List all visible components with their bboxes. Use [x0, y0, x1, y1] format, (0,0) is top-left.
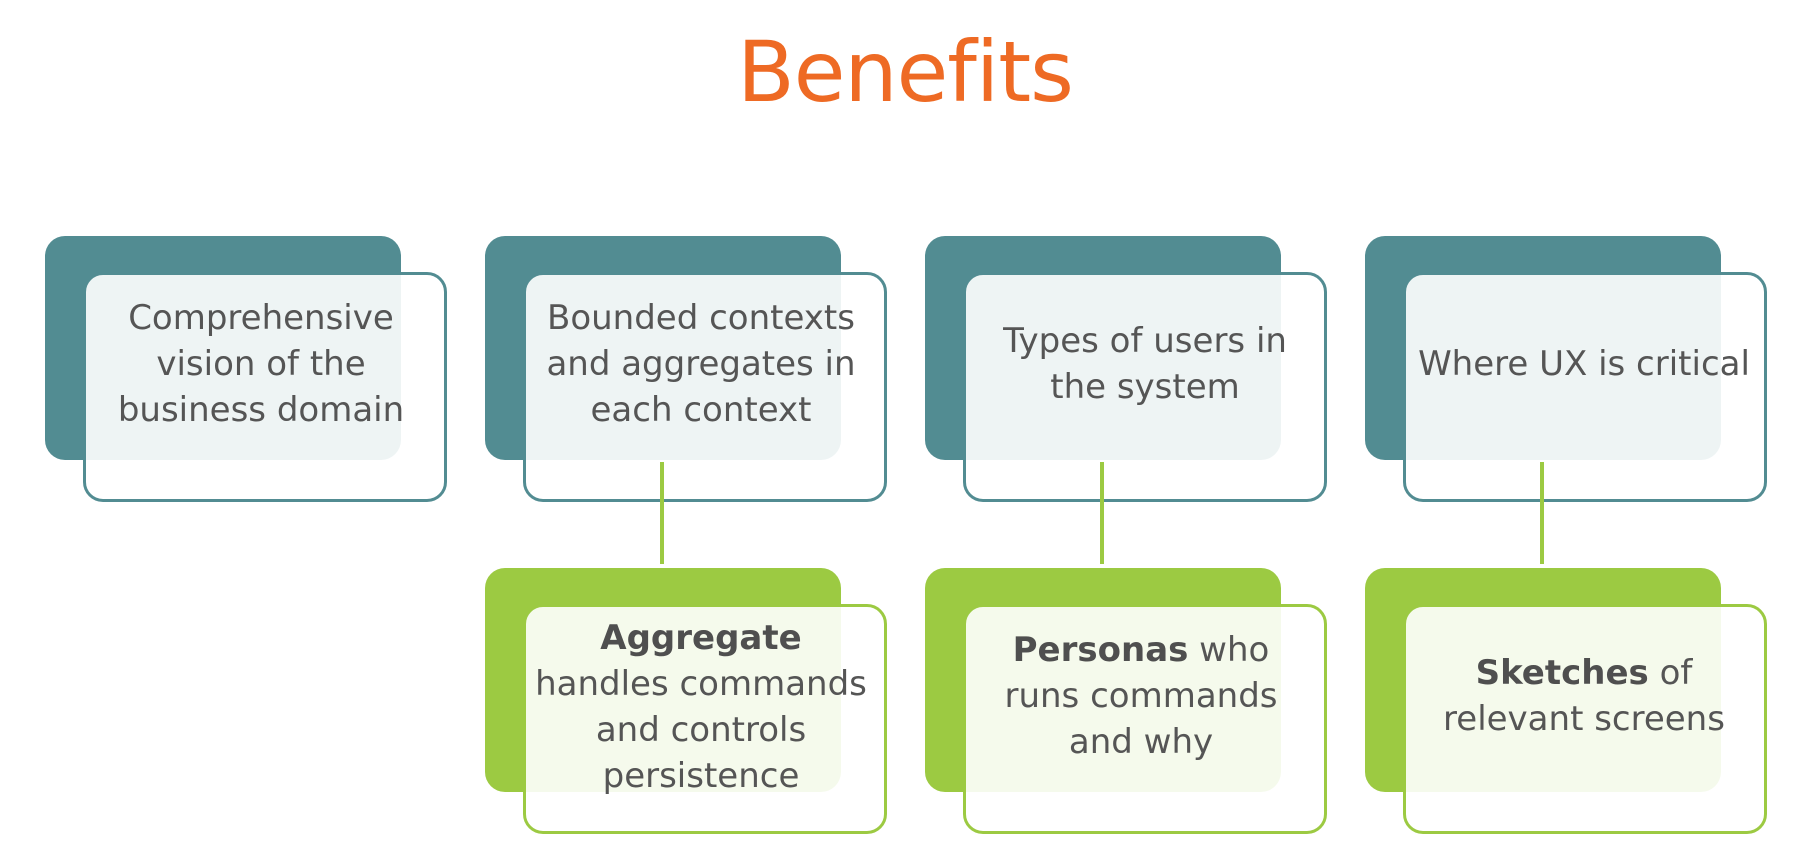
- detail-card-sketches: Sketches of relevant screens: [1365, 568, 1769, 836]
- connector-line: [660, 462, 664, 564]
- card-label: Where UX is critical: [1418, 344, 1750, 384]
- card-label-rest: of relevant screens: [1443, 653, 1725, 739]
- benefit-card-business-domain: Comprehensive vision of the business dom…: [45, 236, 449, 504]
- benefit-card-ux-critical: Where UX is critical: [1365, 236, 1769, 504]
- card-label: Bounded contexts and aggregates in each …: [546, 298, 856, 430]
- benefit-card-bounded-contexts: Bounded contexts and aggregates in each …: [485, 236, 889, 504]
- detail-card-personas: Personas who runs commands and why: [925, 568, 1329, 836]
- card-label-bold: Personas: [1012, 630, 1189, 670]
- card-front-shape: [83, 272, 447, 502]
- card-label: Comprehensive vision of the business dom…: [117, 298, 405, 430]
- page-title: Benefits: [737, 23, 1074, 121]
- card-label: Personas who runs commands and why: [975, 602, 1307, 790]
- card-label-rest: handles commands and controls persistenc…: [535, 664, 867, 796]
- connector-line: [1100, 462, 1104, 564]
- card-label: Sketches of relevant screens: [1441, 602, 1727, 790]
- card-label-bold: Sketches: [1475, 653, 1649, 693]
- card-label-rest: who runs commands and why: [1004, 630, 1278, 762]
- card-label: Types of users in the system: [1003, 321, 1287, 407]
- benefit-card-user-types: Types of users in the system: [925, 236, 1329, 504]
- card-front-shape: [523, 272, 887, 502]
- card-label: Aggregate handles commands and controls …: [535, 618, 867, 796]
- card-label-bold: Aggregate: [600, 618, 802, 658]
- card-front-shape: [963, 604, 1327, 834]
- detail-card-aggregate: Aggregate handles commands and controls …: [485, 568, 889, 836]
- card-front-shape: [1403, 272, 1767, 502]
- card-front-shape: [963, 272, 1327, 502]
- card-front-shape: [1403, 604, 1767, 834]
- connector-line: [1540, 462, 1544, 564]
- card-front-shape: [523, 604, 887, 834]
